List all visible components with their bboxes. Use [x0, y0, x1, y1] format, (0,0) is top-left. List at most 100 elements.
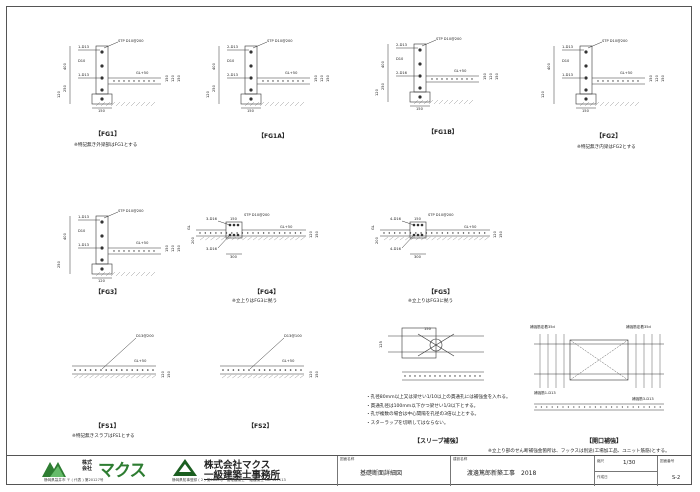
slab-rebar — [128, 80, 130, 82]
stirrup-label: STP D10@200 — [602, 39, 628, 43]
sleeve-frame — [401, 327, 437, 359]
slab-rebar — [247, 232, 249, 234]
rebar-dot — [249, 64, 253, 68]
slab-rebar — [131, 369, 133, 371]
dim-label: 120 — [57, 90, 61, 98]
dim-label: 250 — [381, 82, 385, 90]
slab-rebar — [241, 232, 244, 234]
slab-rebar — [444, 375, 446, 377]
hatch — [614, 101, 620, 107]
slab-rebar — [436, 78, 438, 80]
hatch — [99, 374, 105, 379]
slab-rebar — [474, 375, 476, 377]
dim-label: 150 — [177, 74, 181, 82]
hatch — [604, 101, 610, 107]
hatch — [463, 236, 468, 241]
hatch — [258, 236, 263, 241]
stirrup-label: STP D10@200 — [436, 37, 462, 41]
hatch — [433, 99, 439, 105]
slab-rebar — [225, 232, 228, 234]
slab-rebar — [469, 375, 471, 377]
hatch — [289, 101, 295, 107]
hatch — [84, 374, 89, 379]
slab-rebar — [257, 232, 259, 234]
gl-label: GL+50 — [282, 359, 295, 363]
rebar-label: 1-D13 — [78, 243, 89, 247]
diag-bar — [417, 333, 455, 357]
leader — [421, 39, 437, 47]
hatch — [436, 236, 442, 241]
hatch — [135, 271, 141, 277]
slab-rebar — [138, 80, 140, 82]
hatch — [431, 236, 436, 241]
hatch — [227, 374, 232, 379]
slab-rebar — [616, 406, 618, 408]
slab-rebar — [258, 369, 261, 371]
hatch — [105, 271, 111, 277]
slab-rebar — [121, 369, 123, 371]
slab-rebar — [153, 250, 155, 252]
hatch — [105, 101, 111, 107]
dim-label: 150 — [165, 244, 169, 252]
hatch — [589, 101, 595, 107]
hatch — [115, 374, 120, 379]
hatch — [205, 236, 210, 241]
slab-rebar — [409, 375, 411, 377]
slab-rebar — [279, 369, 282, 371]
dim-label: 120 — [489, 72, 493, 80]
rebar-label: D13@200 — [136, 334, 155, 338]
slab-rebar — [294, 232, 297, 234]
hatch — [447, 236, 452, 241]
hatch — [629, 101, 635, 107]
slab-rebar — [600, 406, 602, 408]
hatch — [463, 99, 469, 105]
hatch — [125, 374, 131, 379]
slab-rebar — [133, 80, 135, 82]
rebar-dot — [100, 64, 104, 68]
hatch — [215, 236, 220, 241]
project-name: 渡邊篤郎新築工事 2018 — [467, 470, 537, 477]
hatch — [619, 101, 625, 107]
dim-label: 150 — [314, 74, 318, 82]
hatch — [284, 374, 289, 379]
hatch — [258, 374, 263, 379]
slab-rebar — [273, 232, 275, 234]
company-logo-text: 株式 会社 — [82, 460, 93, 472]
slab-rebar — [627, 406, 629, 408]
rebar-dot — [584, 88, 588, 92]
slab-rebar — [297, 80, 299, 82]
hatch — [232, 374, 237, 379]
detail-caption: 【FS2】 — [248, 423, 273, 430]
sleeve-note: ・孔が複数の場合は中心間隔を孔径の3倍以上とする。 — [366, 412, 480, 417]
dim-label: 120 — [171, 74, 175, 82]
slab-rebar — [289, 232, 291, 234]
dim-label: 150 — [582, 109, 590, 113]
rebar-dot — [418, 95, 422, 99]
hatch — [110, 374, 115, 379]
hatch — [115, 101, 121, 107]
slab-rebar — [274, 369, 276, 371]
rebar-label: 3-D16 — [206, 217, 218, 221]
hatch — [140, 101, 146, 107]
rebar-dot — [100, 50, 104, 54]
hatch — [95, 101, 101, 107]
slab-rebar — [232, 369, 235, 371]
dim-label: 150 — [483, 72, 487, 80]
hatch — [389, 236, 394, 241]
hatch — [479, 236, 484, 241]
slab-rebar — [277, 80, 279, 82]
slab-rebar — [289, 369, 292, 371]
hatch — [284, 236, 289, 241]
stirrup-label: STP D10@200 — [118, 39, 144, 43]
slab-rebar — [148, 250, 150, 252]
sheet-number-cell: 図面番号 S-2 — [660, 459, 681, 481]
slab-rebar — [436, 232, 438, 234]
gl-label: GL+50 — [620, 71, 633, 75]
leader — [103, 41, 119, 49]
hatch — [150, 271, 156, 277]
slab-rebar — [263, 369, 266, 371]
